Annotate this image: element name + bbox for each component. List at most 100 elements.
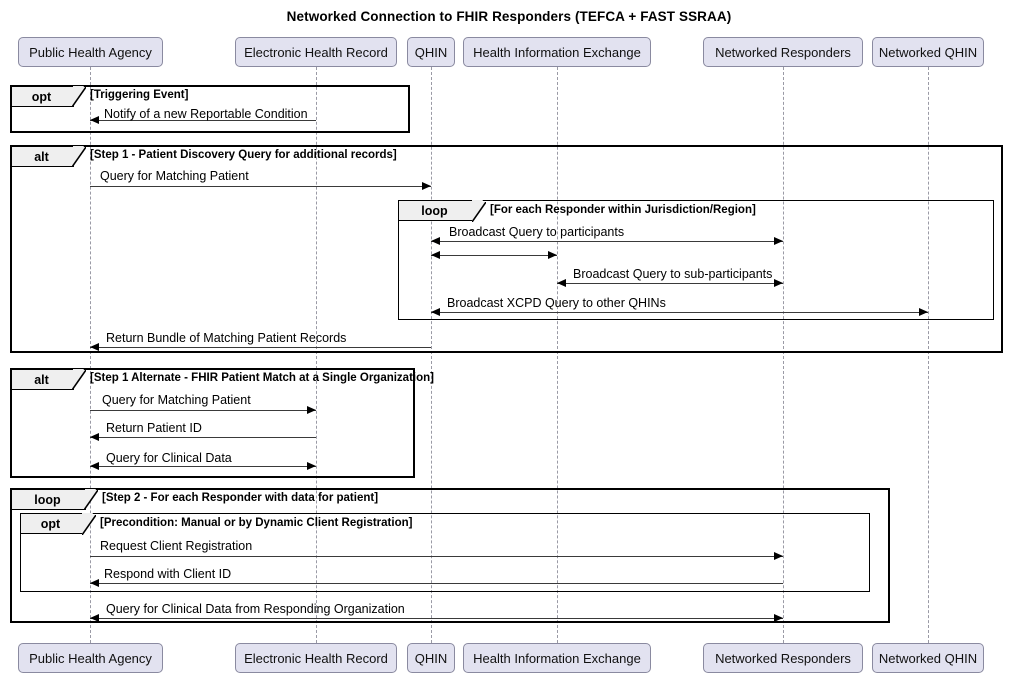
- frag-alt-step1-kind-label: alt: [12, 145, 84, 167]
- participant-label: Health Information Exchange: [473, 44, 641, 60]
- fragment-kind-text: alt: [34, 149, 49, 164]
- lifeline-pha: [90, 67, 91, 643]
- frag-loop-step2-condition: [Step 2 - For each Responder with data f…: [102, 492, 379, 504]
- participant-label: Networked QHIN: [878, 44, 978, 60]
- msg-broadcast-participants-line: [431, 241, 783, 242]
- participant-label: QHIN: [414, 650, 448, 666]
- msg-return-patient-id-arrowhead-left: [90, 433, 99, 441]
- frag-alt-step1: alt: [10, 145, 1003, 353]
- frag-opt-precondition: opt: [20, 512, 870, 592]
- msg-query-clinical-data-responding-line: [90, 618, 783, 619]
- participant-label: Networked QHIN: [878, 650, 978, 666]
- msg-query-matching-patient-2-arrowhead-right: [307, 406, 316, 414]
- participant-footer-qhin[interactable]: QHIN: [407, 643, 455, 673]
- lifeline-qhin: [431, 67, 432, 643]
- fragment-kind-text: loop: [34, 492, 61, 507]
- msg-query-matching-patient-2-label: Query for Matching Patient: [102, 393, 251, 407]
- msg-query-clinical-data-responding-arrowhead-right: [774, 614, 783, 622]
- msg-query-clinical-data-arrowhead-left: [90, 462, 99, 470]
- frag-alt-step1-condition: [Step 1 - Patient Discovery Query for ad…: [90, 149, 397, 161]
- frag-alt-step1alt-kind-label: alt: [12, 368, 84, 390]
- participant-footer-hie[interactable]: Health Information Exchange: [463, 643, 651, 673]
- participant-header-nr[interactable]: Networked Responders: [703, 37, 863, 67]
- participant-header-hie[interactable]: Health Information Exchange: [463, 37, 651, 67]
- participant-label: Networked Responders: [715, 44, 851, 60]
- participant-header-pha[interactable]: Public Health Agency: [18, 37, 163, 67]
- lifeline-nq: [928, 67, 929, 643]
- frag-opt-trigger-condition: [Triggering Event]: [90, 89, 189, 101]
- fragment-kind-text: opt: [40, 516, 61, 531]
- participant-footer-pha[interactable]: Public Health Agency: [18, 643, 163, 673]
- participant-label: Public Health Agency: [29, 44, 152, 60]
- frag-loop-responder-kind-label: loop: [399, 199, 483, 221]
- msg-respond-client-id-line: [90, 583, 783, 584]
- participant-label: Public Health Agency: [29, 650, 152, 666]
- msg-return-bundle-arrowhead-left: [90, 343, 99, 351]
- participant-footer-ehr[interactable]: Electronic Health Record: [235, 643, 397, 673]
- lifeline-nr: [783, 67, 784, 643]
- msg-request-client-registration-arrowhead-right: [774, 552, 783, 560]
- msg-broadcast-xcpd-arrowhead-left: [431, 308, 440, 316]
- msg-respond-client-id-label: Respond with Client ID: [104, 567, 232, 581]
- participant-header-qhin[interactable]: QHIN: [407, 37, 455, 67]
- msg-query-clinical-data-responding-label: Query for Clinical Data from Responding …: [106, 602, 405, 616]
- frag-loop-responder-label-notch: [472, 202, 486, 222]
- participant-label: Health Information Exchange: [473, 650, 641, 666]
- frag-loop-step2-label-notch: [84, 490, 98, 510]
- msg-broadcast-qhin-hie-arrowhead-right: [548, 251, 557, 259]
- participant-label: Electronic Health Record: [244, 650, 388, 666]
- frag-opt-trigger-kind-label: opt: [12, 85, 84, 107]
- frag-alt-step1alt-label-notch: [72, 370, 86, 390]
- msg-broadcast-qhin-hie-arrowhead-left: [431, 251, 440, 259]
- msg-return-bundle-label: Return Bundle of Matching Patient Record…: [106, 331, 347, 345]
- msg-return-bundle-line: [90, 347, 431, 348]
- participant-header-nq[interactable]: Networked QHIN: [872, 37, 984, 67]
- lifeline-ehr: [316, 67, 317, 643]
- msg-query-matching-patient-1-arrowhead-right: [422, 182, 431, 190]
- msg-request-client-registration-line: [90, 556, 783, 557]
- msg-broadcast-subparticipants-arrowhead-left: [557, 279, 566, 287]
- msg-return-patient-id-label: Return Patient ID: [106, 421, 202, 435]
- msg-broadcast-xcpd-line: [431, 312, 928, 313]
- fragment-kind-text: opt: [31, 89, 52, 104]
- participant-label: QHIN: [414, 44, 448, 60]
- msg-broadcast-xcpd-label: Broadcast XCPD Query to other QHINs: [447, 296, 666, 310]
- msg-broadcast-participants-label: Broadcast Query to participants: [449, 225, 625, 239]
- msg-query-matching-patient-2-line: [90, 410, 316, 411]
- participant-label: Networked Responders: [715, 650, 851, 666]
- fragment-kind-text: alt: [34, 372, 49, 387]
- msg-broadcast-subparticipants-label: Broadcast Query to sub-participants: [573, 267, 773, 281]
- frag-opt-precondition-condition: [Precondition: Manual or by Dynamic Clie…: [100, 517, 413, 529]
- msg-broadcast-qhin-hie-line: [431, 255, 557, 256]
- page-title: Networked Connection to FHIR Responders …: [286, 9, 732, 24]
- participant-footer-nr[interactable]: Networked Responders: [703, 643, 863, 673]
- msg-return-patient-id-line: [90, 437, 316, 438]
- msg-broadcast-subparticipants-arrowhead-right: [774, 279, 783, 287]
- msg-query-clinical-data-responding-arrowhead-left: [90, 614, 99, 622]
- msg-broadcast-participants-arrowhead-left: [431, 237, 440, 245]
- frag-loop-step2: loop: [10, 488, 890, 623]
- participant-header-ehr[interactable]: Electronic Health Record: [235, 37, 397, 67]
- msg-broadcast-participants-arrowhead-right: [774, 237, 783, 245]
- msg-notify-arrowhead-left: [90, 116, 99, 124]
- frag-loop-responder-condition: [For each Responder within Jurisdiction/…: [490, 204, 756, 216]
- frag-alt-step1-label-notch: [72, 147, 86, 167]
- frag-opt-trigger-label-notch: [72, 87, 86, 107]
- frag-loop-step2-kind-label: loop: [12, 488, 96, 510]
- msg-query-clinical-data-label: Query for Clinical Data: [106, 451, 232, 465]
- frag-alt-step1alt-condition: [Step 1 Alternate - FHIR Patient Match a…: [90, 372, 434, 384]
- lifeline-hie: [557, 67, 558, 643]
- msg-broadcast-subparticipants-line: [557, 283, 783, 284]
- msg-query-matching-patient-1-label: Query for Matching Patient: [100, 169, 249, 183]
- msg-notify-line: [90, 120, 316, 121]
- msg-query-matching-patient-1-line: [90, 186, 431, 187]
- msg-request-client-registration-label: Request Client Registration: [100, 539, 253, 553]
- msg-respond-client-id-arrowhead-left: [90, 579, 99, 587]
- frag-opt-precondition-kind-label: opt: [21, 512, 93, 534]
- msg-query-clinical-data-arrowhead-right: [307, 462, 316, 470]
- fragment-kind-text: loop: [421, 203, 448, 218]
- participant-footer-nq[interactable]: Networked QHIN: [872, 643, 984, 673]
- msg-broadcast-xcpd-arrowhead-right: [919, 308, 928, 316]
- msg-query-clinical-data-line: [90, 466, 316, 467]
